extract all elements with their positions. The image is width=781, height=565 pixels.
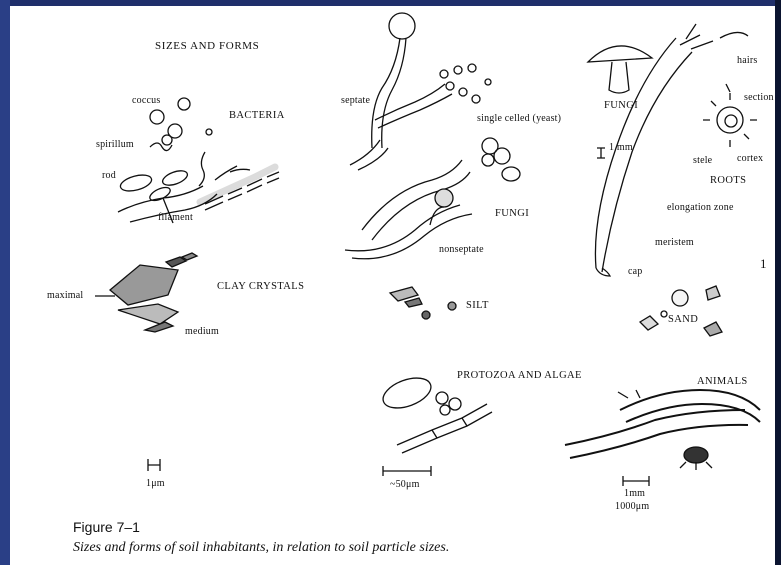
label-meristem: meristem <box>655 237 694 248</box>
label-bacteria: BACTERIA <box>229 110 285 121</box>
label-protozoa-algae: PROTOZOA AND ALGAE <box>457 370 582 381</box>
label-rod: rod <box>102 170 116 181</box>
label-nonseptate: nonseptate <box>439 244 484 255</box>
label-stele: stele <box>693 155 712 166</box>
scale-bar-fifty <box>383 466 431 476</box>
label-maximal: maximal <box>47 290 83 301</box>
label-single-celled: single celled (yeast) <box>477 113 561 124</box>
label-silt: SILT <box>466 300 489 311</box>
protozoa-drawing <box>379 372 492 453</box>
animals-drawing <box>565 390 760 470</box>
label-cap: cap <box>628 266 642 277</box>
label-sand: SAND <box>668 314 698 325</box>
silt-drawing <box>390 287 456 319</box>
scale-bar-mm <box>623 476 649 486</box>
label-spirillum: spirillum <box>96 139 134 150</box>
label-clay-crystals: CLAY CRYSTALS <box>217 281 304 292</box>
label-section: section <box>744 92 774 103</box>
label-elongation-zone: elongation zone <box>667 202 734 213</box>
label-hairs: hairs <box>737 55 757 66</box>
label-roots: ROOTS <box>710 175 746 186</box>
scale-label-mm: 1mm <box>624 488 645 499</box>
label-animals: ANIMALS <box>697 376 748 387</box>
label-fungi-mushroom: FUNGI <box>604 100 638 111</box>
label-filament: filament <box>158 212 193 223</box>
clay-crystals-drawing <box>110 253 197 332</box>
septate-fungi-drawing <box>345 13 520 259</box>
label-coccus: coccus <box>132 95 160 106</box>
label-septate: septate <box>341 95 370 106</box>
scale-label-fifty: ~50μm <box>390 479 420 490</box>
label-medium: medium <box>185 326 219 337</box>
label-cortex: cortex <box>737 153 763 164</box>
label-fungi-center: FUNGI <box>495 208 529 219</box>
figure-caption-label: Figure 7–1 <box>73 519 140 535</box>
scale-label-thousand: 1000μm <box>615 501 649 512</box>
margin-mark: 1 <box>760 256 767 272</box>
scale-label-micron: 1μm <box>146 478 165 489</box>
scale-bar-micron <box>148 459 160 471</box>
label-root-scale: 1 mm <box>609 142 633 153</box>
sand-drawing <box>640 286 722 336</box>
figure-caption-text: Sizes and forms of soil inhabitants, in … <box>73 540 449 556</box>
figure-title: SIZES AND FORMS <box>155 40 259 52</box>
